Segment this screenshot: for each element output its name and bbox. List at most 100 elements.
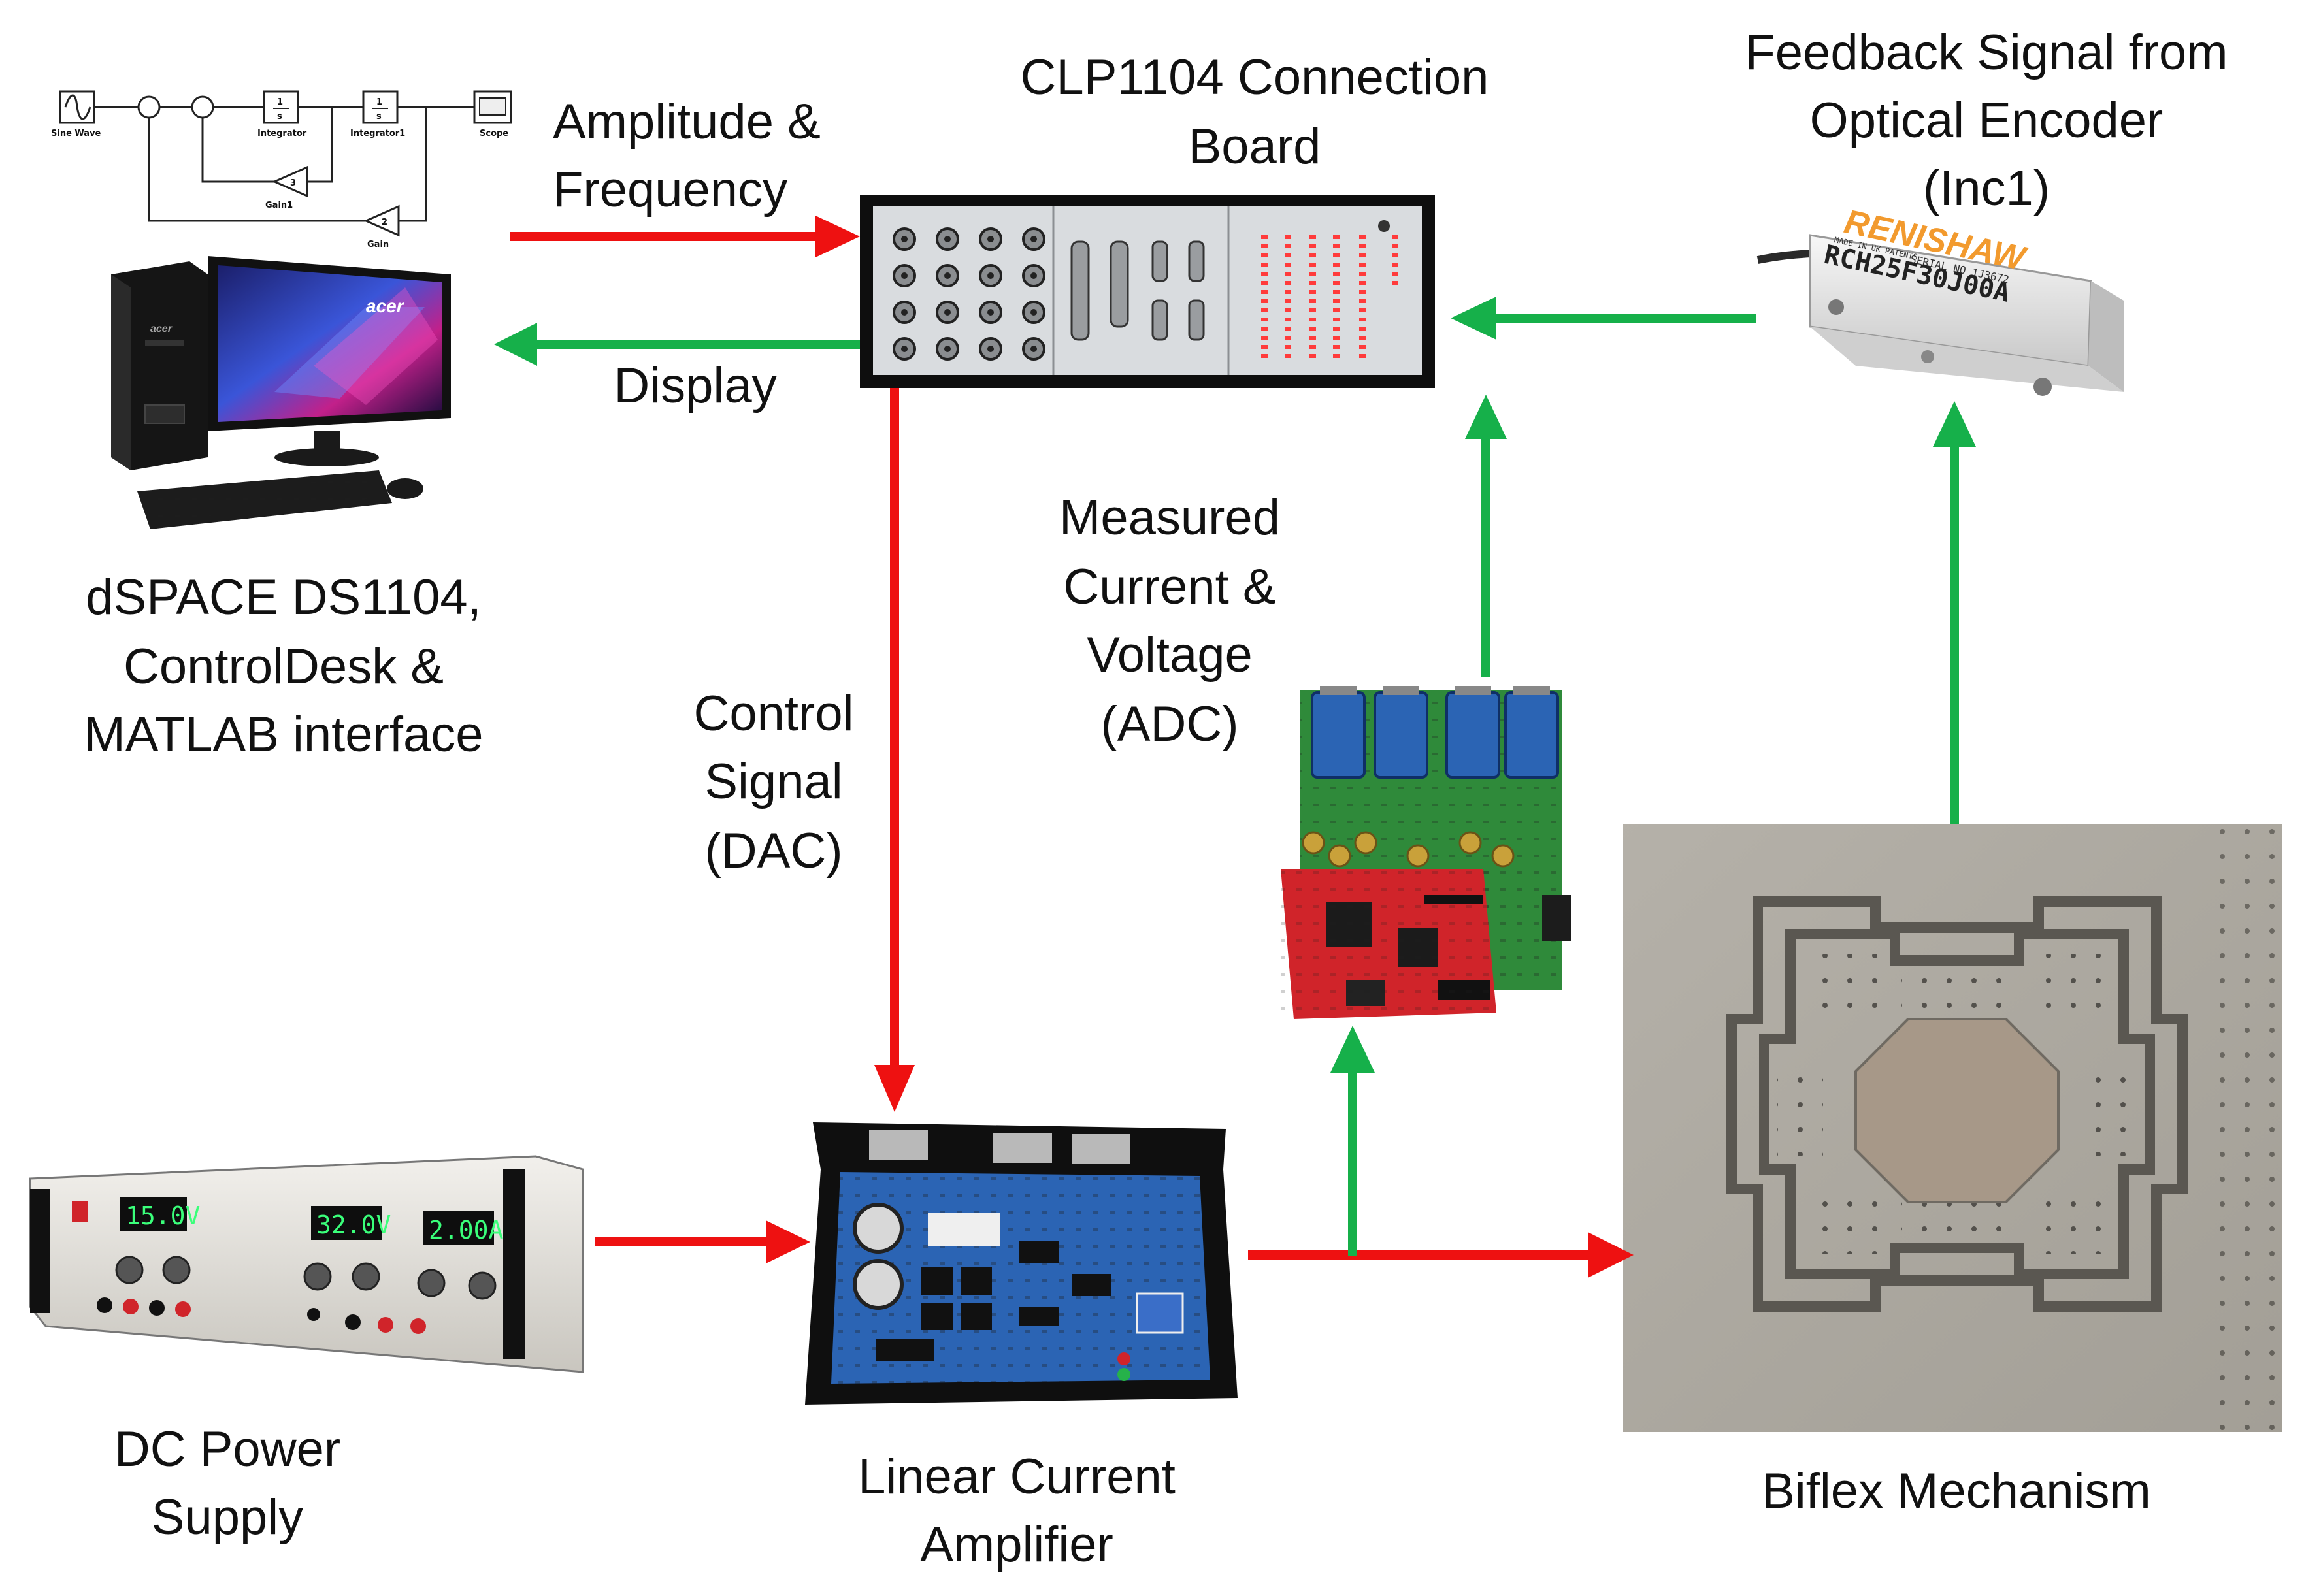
power-switch xyxy=(72,1201,88,1222)
status-led xyxy=(1333,235,1340,239)
label-feedback-2: Optical Encoder xyxy=(1810,93,2164,148)
status-led xyxy=(1392,253,1398,257)
arrow-feedback xyxy=(1495,314,1756,323)
status-led xyxy=(1359,272,1366,276)
board-screw xyxy=(1378,220,1390,232)
status-led xyxy=(1285,253,1291,257)
status-led xyxy=(1309,318,1316,321)
svg-text:1: 1 xyxy=(376,97,382,107)
capacitors xyxy=(853,1203,904,1310)
adc-board-image xyxy=(1281,686,1571,1019)
arrow-control-signal xyxy=(890,388,899,1067)
sum-block-2 xyxy=(191,95,214,119)
labels: Amplitude & Frequency CLP1104 Connection… xyxy=(84,25,2228,1572)
integrator1-label: Integrator1 xyxy=(350,129,405,138)
biflex-mechanism-image xyxy=(1623,824,2282,1432)
ps-knobs xyxy=(115,1256,497,1300)
center-stage xyxy=(1854,1018,2060,1203)
status-led xyxy=(1359,299,1366,303)
status-led xyxy=(1359,253,1366,257)
status-led xyxy=(1261,253,1268,257)
label-display: Display xyxy=(614,358,776,414)
label-clp-1: CLP1104 Connection xyxy=(1021,50,1489,105)
monitor: acer xyxy=(208,256,451,466)
status-led xyxy=(1333,299,1340,303)
shunt-resistor xyxy=(928,1213,1000,1246)
current-sensor xyxy=(1445,691,1500,779)
status-led xyxy=(1285,244,1291,248)
label-feedback-1: Feedback Signal from xyxy=(1745,25,2228,80)
status-led xyxy=(1261,281,1268,285)
status-led xyxy=(1285,281,1291,285)
ps-display-3: 2.00A xyxy=(423,1211,504,1245)
integrator-block: 1 s Integrator xyxy=(257,90,307,138)
status-led xyxy=(1309,263,1316,267)
arrow-power xyxy=(595,1237,768,1246)
status-led xyxy=(1285,327,1291,331)
arrowhead-feedback xyxy=(1451,297,1496,340)
label-dspace-1: dSPACE DS1104, xyxy=(86,570,482,625)
status-led xyxy=(1261,299,1268,303)
brass-connectors xyxy=(1302,831,1515,868)
status-led xyxy=(1333,253,1340,257)
current-sensors xyxy=(1311,686,1559,779)
status-led xyxy=(1261,327,1268,331)
status-led xyxy=(1285,290,1291,294)
status-led xyxy=(1309,336,1316,340)
status-led xyxy=(1261,290,1268,294)
label-amplitude-2: Frequency xyxy=(553,162,787,218)
scope-label: Scope xyxy=(480,129,508,138)
status-led xyxy=(1333,318,1340,321)
status-led xyxy=(1261,336,1268,340)
arrowhead-current-tap xyxy=(1330,1026,1375,1073)
ic-chips xyxy=(921,1241,1111,1330)
status-led xyxy=(1285,263,1291,267)
sine-wave-label: Sine Wave xyxy=(51,129,101,138)
status-led xyxy=(1285,272,1291,276)
scope-block: Scope xyxy=(473,90,512,138)
status-led xyxy=(1309,308,1316,312)
brass-connector xyxy=(1328,844,1351,868)
status-led xyxy=(1392,272,1398,276)
brass-connector xyxy=(1354,831,1377,855)
ps-display-1: 15.0V xyxy=(120,1197,200,1231)
encoder-cable xyxy=(1756,250,1811,264)
ps-display-2: 32.0V xyxy=(311,1206,391,1240)
ps-terminals xyxy=(97,1297,426,1334)
brass-connector xyxy=(1491,844,1515,868)
arrowhead-encoder xyxy=(1933,401,1976,447)
simulink-model: Sine Wave 1 s Integrator 1 s Integrator1… xyxy=(51,90,512,250)
status-led xyxy=(1333,244,1340,248)
status-led xyxy=(1285,354,1291,358)
green-arrows xyxy=(494,297,1976,1256)
status-led xyxy=(1309,354,1316,358)
arrow-to-biflex xyxy=(1248,1250,1590,1260)
tower-brand: acer xyxy=(150,323,173,334)
microcontroller-board xyxy=(1281,869,1496,1019)
sum-block-1 xyxy=(137,95,161,119)
status-led xyxy=(1333,336,1340,340)
integrator1-block: 1 s Integrator1 xyxy=(350,90,405,138)
status-led xyxy=(1261,318,1268,321)
flexure-hole-fields xyxy=(1777,954,2137,1254)
status-led xyxy=(1333,308,1340,312)
status-led xyxy=(1333,345,1340,349)
monitor-brand: acer xyxy=(366,296,405,316)
arrow-measured xyxy=(1481,438,1490,677)
status-led xyxy=(1359,281,1366,285)
status-led xyxy=(1359,290,1366,294)
status-led xyxy=(1333,290,1340,294)
arrowhead-display xyxy=(494,323,537,366)
status-led xyxy=(1285,345,1291,349)
status-led xyxy=(1392,263,1398,267)
status-led xyxy=(1285,336,1291,340)
current-sensor xyxy=(1504,691,1559,779)
status-led xyxy=(1309,281,1316,285)
status-led xyxy=(1333,281,1340,285)
dsub-connectors xyxy=(1070,240,1205,341)
led-green xyxy=(1117,1368,1130,1381)
status-led xyxy=(1309,299,1316,303)
svg-text:1: 1 xyxy=(277,97,283,107)
status-led xyxy=(1261,263,1268,267)
